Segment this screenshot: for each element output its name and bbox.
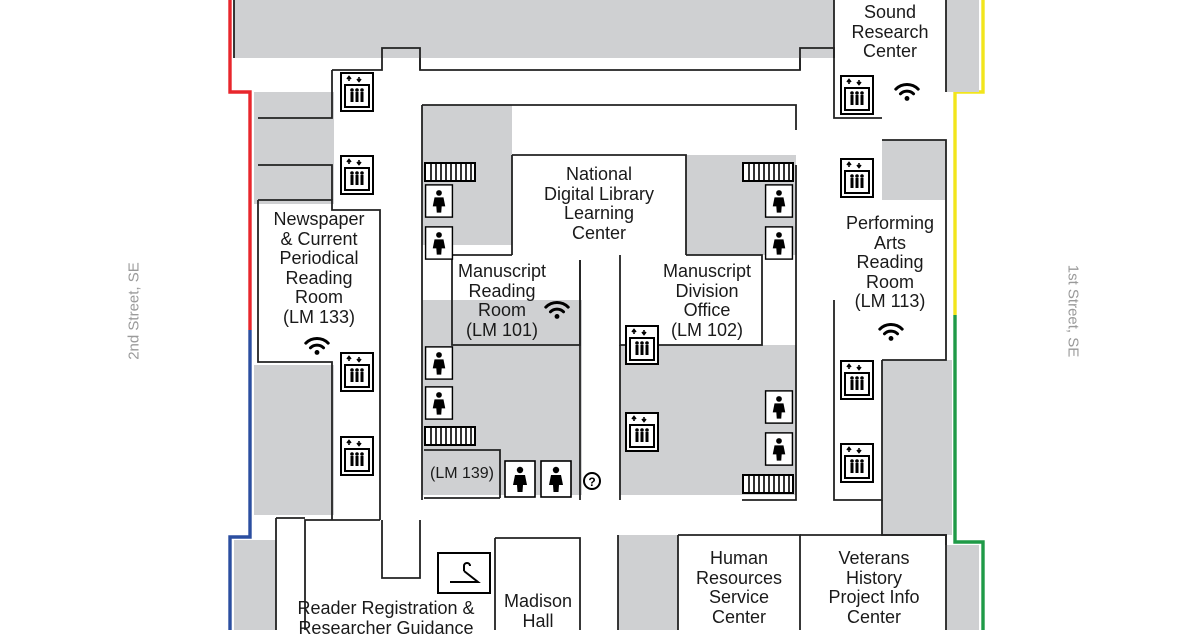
room-national-digital-library-learning-center: National Digital Library Learning Center [514, 165, 684, 243]
restroom-icon [766, 391, 793, 423]
restroom-icon [766, 185, 793, 217]
stairs-icon [743, 163, 793, 181]
room-label-line: History [812, 569, 936, 589]
room-label-line: Reading [836, 253, 944, 273]
room-label-line: Newspaper [260, 210, 378, 230]
street-label-east: 1st Street, SE [1065, 265, 1082, 358]
restroom-icon [426, 227, 453, 259]
svg-text:?: ? [588, 475, 595, 489]
room-label-line: Manuscript [454, 262, 550, 282]
room-label-line: Resources [680, 569, 798, 589]
room-label-line: Researcher Guidance [284, 619, 488, 638]
room-label-line: Center [514, 224, 684, 244]
elevator-icon [841, 361, 873, 399]
room-label-line: Manuscript [652, 262, 762, 282]
room-label-line: Sound [839, 3, 941, 23]
room-lm-139: (LM 139) [424, 464, 500, 484]
room-label-line: & Current [260, 230, 378, 250]
room-label-line: Center [839, 42, 941, 62]
room-label-line: Human [680, 549, 798, 569]
room-label-line: Reading [260, 269, 378, 289]
room-label-line: Veterans [812, 549, 936, 569]
elevator-icon [341, 437, 373, 475]
room-label-line: Center [680, 608, 798, 628]
restroom-icon [426, 347, 453, 379]
restroom-icon [541, 461, 571, 497]
room-newspaper-reading-room: Newspaper & Current Periodical Reading R… [260, 210, 378, 327]
room-manuscript-reading-room: Manuscript Reading Room (LM 101) [454, 262, 550, 340]
restroom-icon [766, 227, 793, 259]
room-label-line: Room [454, 301, 550, 321]
room-label-line: National [514, 165, 684, 185]
elevator-icon [341, 156, 373, 194]
room-label-line: Room [260, 288, 378, 308]
room-label-line: Madison [496, 592, 580, 612]
elevator-icon [341, 73, 373, 111]
room-label-line: Arts [836, 234, 944, 254]
street-label-west: 2nd Street, SE [126, 262, 143, 360]
room-label-line: Research [839, 23, 941, 43]
room-label-line: Reader Registration & [284, 599, 488, 619]
restroom-icon [426, 387, 453, 419]
room-veterans-history-project-info-center: Veterans History Project Info Center [812, 549, 936, 627]
stairs-icon [425, 163, 475, 181]
restroom-icon [426, 185, 453, 217]
stairs-icon [743, 475, 793, 493]
room-label-line: Division [652, 282, 762, 302]
room-label-line: (LM 102) [652, 321, 762, 341]
elevator-icon [841, 159, 873, 197]
wifi-icon [896, 85, 918, 101]
room-label-line: (LM 139) [424, 464, 500, 484]
room-sound-research-center: Sound Research Center [839, 3, 941, 62]
room-label-line: (LM 113) [836, 292, 944, 312]
room-label-line: Office [652, 301, 762, 321]
restroom-icon [505, 461, 535, 497]
coat-check-icon [438, 553, 490, 593]
elevator-icon [341, 353, 373, 391]
room-label-line: Service [680, 588, 798, 608]
room-madison-hall: Madison Hall [496, 592, 580, 631]
room-label-line: Reading [454, 282, 550, 302]
room-label-line: Center [812, 608, 936, 628]
room-label-line: Periodical [260, 249, 378, 269]
room-label-line: Performing [836, 214, 944, 234]
room-label-line: Room [836, 273, 944, 293]
stairs-icon [425, 427, 475, 445]
wifi-icon [880, 325, 902, 341]
room-label-line: (LM 101) [454, 321, 550, 341]
room-manuscript-division-office: Manuscript Division Office (LM 102) [652, 262, 762, 340]
room-performing-arts-reading-room: Performing Arts Reading Room (LM 113) [836, 214, 944, 312]
room-label-line: Learning [514, 204, 684, 224]
restroom-icon [766, 433, 793, 465]
room-human-resources-service-center: Human Resources Service Center [680, 549, 798, 627]
elevator-icon [626, 413, 658, 451]
room-label-line: Project Info [812, 588, 936, 608]
elevator-icon [841, 444, 873, 482]
elevator-icon [841, 76, 873, 114]
information-icon: ? [584, 473, 600, 489]
wifi-icon [306, 339, 328, 355]
room-label-line: Digital Library [514, 185, 684, 205]
room-label-line: (LM 133) [260, 308, 378, 328]
room-label-line: Hall [496, 612, 580, 632]
room-reader-registration: Reader Registration & Researcher Guidanc… [284, 599, 488, 638]
